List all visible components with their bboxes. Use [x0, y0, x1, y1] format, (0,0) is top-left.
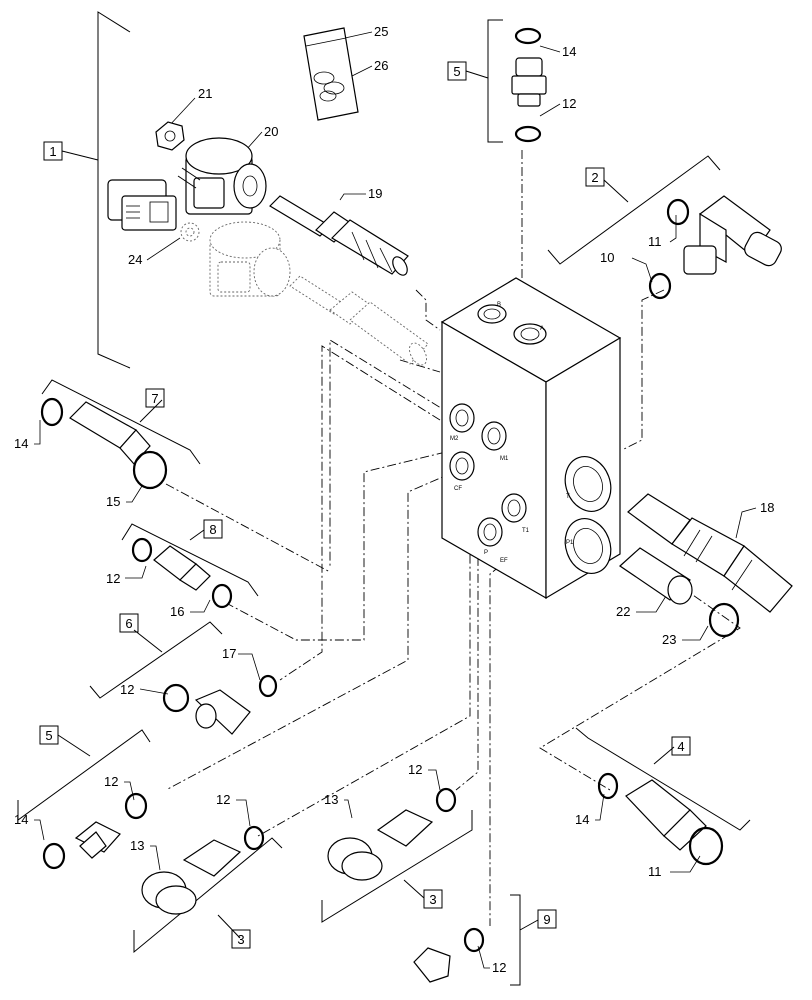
callout-12-group6: 12	[120, 682, 134, 697]
svg-text:1: 1	[49, 144, 56, 159]
port-mark-ef: EF	[500, 558, 508, 564]
assembly-centerlines	[165, 150, 741, 926]
port-mark-m2: M2	[450, 436, 459, 442]
callout-22: 22	[616, 604, 630, 619]
fitting-group-8	[131, 537, 233, 609]
group-label-5-top: 5	[447, 61, 467, 81]
svg-text:5: 5	[453, 64, 460, 79]
port-mark-a: A	[540, 326, 544, 332]
callout-12-group9: 12	[492, 960, 506, 975]
svg-text:9: 9	[543, 912, 550, 927]
group-label-5-lower: 5	[39, 725, 59, 745]
callout-11-group4: 11	[648, 864, 662, 879]
group-label-4: 4	[671, 736, 691, 756]
callout-23: 23	[662, 632, 676, 647]
callout-18: 18	[760, 500, 774, 515]
svg-text:6: 6	[125, 616, 132, 631]
seal-kit-bag	[303, 27, 359, 121]
callout-12-group8: 12	[106, 571, 120, 586]
callout-12-top: 12	[562, 96, 576, 111]
washer-ghost	[180, 222, 200, 242]
fitting-group-5-lower	[42, 792, 148, 870]
port-mark-m1: M1	[500, 456, 509, 462]
callout-13-left: 13	[130, 838, 144, 853]
svg-text:7: 7	[151, 391, 158, 406]
cartridge-valve-ghost	[289, 275, 429, 366]
cartridge-valve	[269, 195, 409, 276]
sleeve-22	[619, 547, 693, 605]
port-mark-p1: P1	[566, 540, 574, 546]
manifold-block: B A M2 M1 CF T1 P EF P1 T	[440, 277, 622, 600]
callout-13-right: 13	[324, 792, 338, 807]
fitting-group-3-left	[141, 825, 265, 915]
callout-12-group5: 12	[104, 774, 118, 789]
callout-numbers: 10 11 11 12 12 12 12 12 12 12 12 13 13 1…	[14, 24, 774, 975]
callout-24: 24	[128, 252, 142, 267]
callout-25: 25	[374, 24, 388, 39]
callout-12-group3-left: 12	[216, 792, 230, 807]
group-label-7: 7	[145, 388, 165, 408]
callout-11-elbow: 11	[648, 234, 662, 249]
svg-text:5: 5	[45, 728, 52, 743]
svg-text:3: 3	[237, 932, 244, 947]
port-mark-cf: CF	[454, 486, 462, 492]
callout-14-group4: 14	[575, 812, 589, 827]
group-label-8: 8	[203, 519, 223, 539]
callout-20: 20	[264, 124, 278, 139]
group-label-boxes: 1 2 3 3 4 5 5 6	[39, 61, 691, 949]
snap-ring-23	[708, 602, 740, 638]
fitting-group-7	[40, 397, 168, 490]
group-label-3-left: 3	[231, 929, 251, 949]
fitting-group-3-right	[327, 787, 457, 881]
group-label-1: 1	[43, 141, 63, 161]
svg-text:8: 8	[209, 522, 216, 537]
solenoid-coil	[177, 137, 267, 215]
elbow-fitting	[648, 195, 782, 300]
callout-12-group3-right: 12	[408, 762, 422, 777]
svg-text:2: 2	[591, 170, 598, 185]
callout-26: 26	[374, 58, 388, 73]
connector-plug	[107, 179, 177, 231]
callout-16: 16	[170, 604, 184, 619]
svg-text:3: 3	[429, 892, 436, 907]
svg-text:4: 4	[677, 739, 684, 754]
port-mark-p: P	[484, 550, 488, 556]
callout-15: 15	[106, 494, 120, 509]
callout-14-group7: 14	[14, 436, 28, 451]
callout-17: 17	[222, 646, 236, 661]
port-mark-b: B	[497, 302, 501, 308]
group-label-6: 6	[119, 613, 139, 633]
group-label-9: 9	[537, 909, 557, 929]
callout-14-group5: 14	[14, 812, 28, 827]
top-fitting	[511, 27, 547, 143]
group-label-3-right: 3	[423, 889, 443, 909]
callout-14-top: 14	[562, 44, 576, 59]
fitting-group-6	[162, 674, 278, 735]
callout-10: 10	[600, 250, 614, 265]
plug-group-9	[413, 927, 485, 983]
fitting-group-4	[597, 772, 724, 866]
callout-19: 19	[368, 186, 382, 201]
solenoid-coil-ghost	[209, 221, 291, 297]
group-brackets	[17, 11, 751, 986]
port-mark-t: T	[566, 494, 570, 500]
relief-valve-18	[627, 493, 793, 613]
group-label-2: 2	[585, 167, 605, 187]
port-mark-t1: T1	[522, 528, 530, 534]
hex-nut	[155, 121, 185, 151]
callout-21: 21	[198, 86, 212, 101]
